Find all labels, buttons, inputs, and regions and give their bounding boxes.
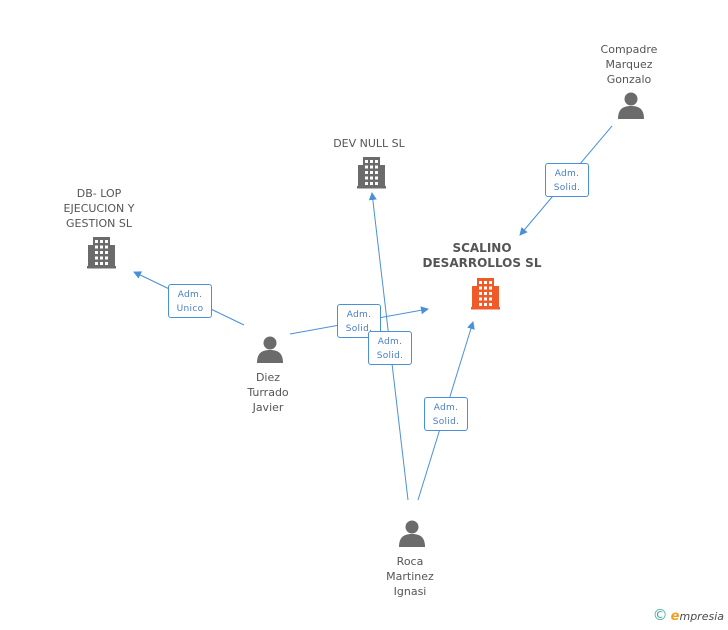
edge-label-roca-scalino[interactable]: Adm. Solid. (424, 397, 468, 431)
edge-label-compadre-scalino[interactable]: Adm. Solid. (545, 163, 589, 197)
person-icon[interactable] (617, 91, 645, 123)
building-icon[interactable] (469, 276, 501, 314)
edge-label-roca-devnull[interactable]: Adm. Solid. (368, 331, 412, 365)
brand-name: mpresia (679, 610, 724, 623)
brand-e: e (670, 609, 680, 624)
building-icon[interactable] (85, 235, 117, 273)
edge-label-diez-dblop[interactable]: Adm. Unico (168, 284, 212, 318)
node-label-dblop[interactable]: DB- LOP EJECUCION Y GESTION SL (63, 187, 135, 230)
copyright-symbol: © (652, 606, 668, 624)
node-label-diez[interactable]: Diez Turrado Javier (247, 371, 289, 414)
node-label-devnull[interactable]: DEV NULL SL (333, 137, 405, 150)
person-icon[interactable] (256, 335, 284, 367)
node-label-compadre[interactable]: Compadre Marquez Gonzalo (600, 43, 658, 86)
node-label-scalino[interactable]: SCALINO DESARROLLOS SL (422, 241, 542, 270)
node-label-roca[interactable]: Roca Martinez Ignasi (386, 555, 434, 598)
building-icon[interactable] (355, 155, 387, 193)
footer-brand: ©empresia (653, 606, 724, 624)
person-icon[interactable] (398, 519, 426, 551)
